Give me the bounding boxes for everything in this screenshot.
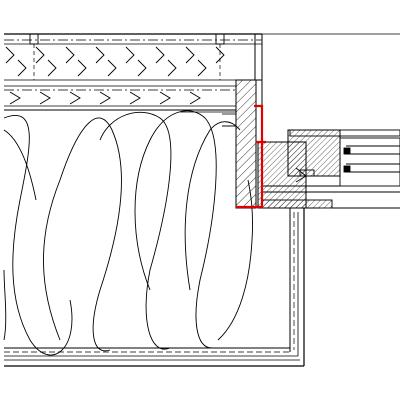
blocking-post-left [29,33,39,45]
window-frame [180,79,400,209]
chevron-row-upper [5,46,225,77]
chevron-row-lower [9,91,201,105]
sill-lining [4,347,304,367]
blocking-post-right [215,33,225,45]
frame-block-hatched [235,79,257,209]
timber-deck-layers [4,33,400,111]
membrane-highlight [236,104,266,209]
reveal-lining [289,207,320,366]
insulation-batts [3,110,253,356]
